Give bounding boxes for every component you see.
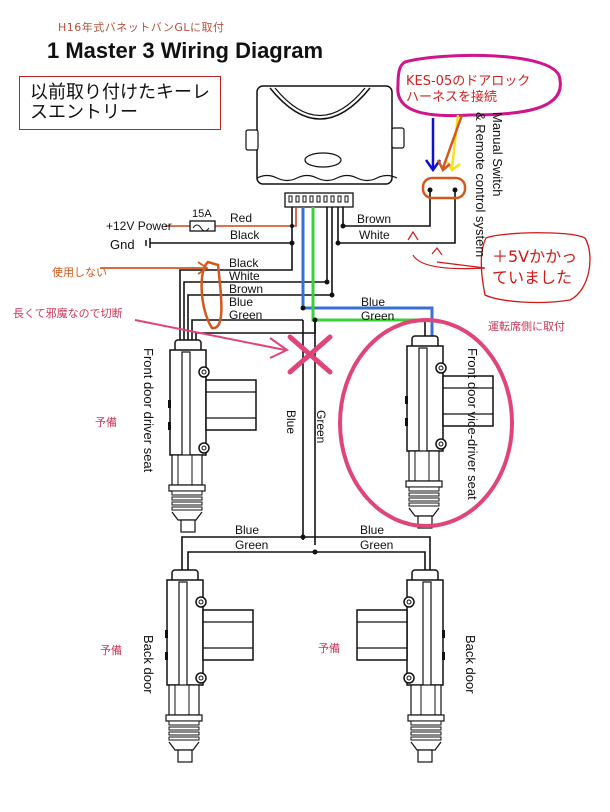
- trunk-green-label: Green: [314, 410, 328, 444]
- voltage-line2: ていました: [492, 268, 573, 287]
- bundle-black-label: Black: [229, 256, 259, 270]
- cut-arrow: [134, 319, 289, 359]
- orange-arrow-icon: [436, 114, 464, 172]
- power-label: +12V Power: [106, 219, 172, 233]
- ground-icon: [145, 238, 151, 248]
- gnd-label: Gnd: [110, 237, 135, 252]
- fuse-label: 15A: [192, 208, 212, 220]
- back-right-green-label: Green: [360, 538, 394, 552]
- bundle-brown-label: Brown: [229, 282, 264, 296]
- cut-note: 長くて邪魔なので切断: [13, 307, 123, 320]
- brown-label: Brown: [357, 212, 392, 226]
- kes05-bubble: [396, 53, 562, 118]
- spare-back-left: 予備: [100, 644, 122, 657]
- black-label: Black: [230, 228, 260, 242]
- installed-note: 運転席側に取付: [488, 320, 565, 333]
- voltage-line1: ＋5Vかかっ: [492, 247, 578, 266]
- fuse-icon: [189, 220, 216, 232]
- remote-control-label: & Remote control system: [473, 112, 488, 258]
- vice-green-label: Green: [361, 309, 395, 323]
- spare-back-right: 予備: [318, 642, 340, 655]
- back-left-blue-label: Blue: [235, 523, 260, 537]
- note-box: 以前取り付けたキーレスエントリー: [19, 76, 221, 130]
- trunk-blue-label: Blue: [284, 410, 298, 435]
- back-right-blue-label: Blue: [360, 523, 385, 537]
- back-right-label: Back door: [463, 635, 478, 694]
- subtitle: H16年式バネットバンGLに取付: [58, 21, 225, 34]
- bundle-blue-label: Blue: [229, 295, 254, 309]
- voltage-bubble: [480, 232, 591, 304]
- actuator-back-left: [164, 569, 254, 763]
- red-label: Red: [230, 211, 253, 225]
- back-left-label: Back door: [141, 635, 156, 694]
- unused-wires-loop: [200, 260, 223, 330]
- unused-arrow: [100, 261, 209, 275]
- blue-arrow-icon: [424, 118, 442, 173]
- vice-blue-label: Blue: [361, 295, 386, 309]
- back-left-green-label: Green: [235, 538, 269, 552]
- voltage-arrows: [407, 230, 486, 270]
- manual-switch-label: Manual Switch: [490, 112, 505, 197]
- actuator-front-driver: [167, 339, 257, 533]
- white-label: White: [359, 228, 390, 242]
- front-vice-label: Front door vice-driver seat: [465, 348, 480, 500]
- kes05-line2: ハーネスを接続: [406, 90, 498, 105]
- front-driver-label: Front door driver seat: [141, 348, 156, 473]
- junction-dots: [289, 187, 458, 555]
- unused-note: 使用しない: [52, 266, 107, 279]
- kes05-line1: KES-05のドアロック: [406, 74, 531, 89]
- page-title: 1 Master 3 Wiring Diagram: [47, 38, 324, 63]
- wires: [150, 190, 456, 575]
- bundle-green-label: Green: [229, 308, 263, 322]
- blue-wire-highlight: [301, 207, 434, 338]
- cut-mark-icon: [287, 334, 333, 375]
- actuator-back-right: [356, 569, 446, 763]
- bundle-white-label: White: [229, 269, 260, 283]
- control-unit: [245, 85, 405, 208]
- connector-highlight: [421, 176, 467, 200]
- vice-actuator-highlight: [338, 318, 514, 528]
- spare-front: 予備: [95, 416, 117, 429]
